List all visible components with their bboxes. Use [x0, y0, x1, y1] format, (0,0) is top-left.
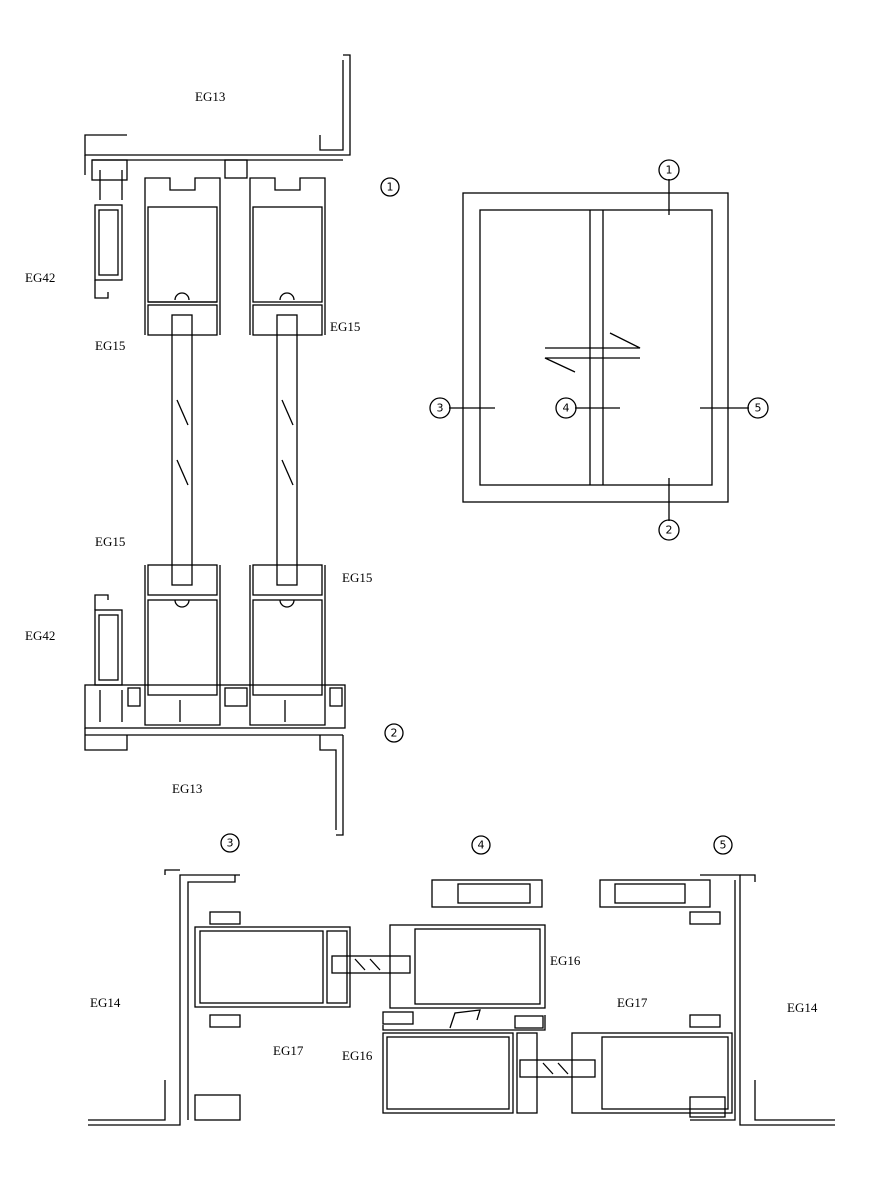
section-marker-left: 3: [227, 837, 234, 850]
vertical-section: EG13 EG42 EG15 EG15 EG15 EG15 EG42 EG13 …: [25, 54, 404, 836]
elev-marker-left: 3: [437, 402, 444, 415]
section-marker-right: 5: [720, 839, 727, 852]
sash-bottom-left: [144, 564, 221, 726]
section-marker-middle: 4: [478, 839, 485, 852]
label-sash-left: EG17: [273, 1043, 304, 1058]
marker-bottom: 2: [391, 727, 398, 740]
glass-left: [171, 314, 193, 586]
glass-left-bottom: [331, 955, 411, 974]
label-frame-left: EG14: [90, 995, 121, 1010]
label-interlock-bottom: EG42: [25, 628, 55, 643]
label-sash-middle-top: EG16: [550, 953, 581, 968]
label-frame-right: EG14: [787, 1000, 818, 1015]
frame-right-profile: [689, 874, 835, 1126]
sash-bottom-middle-profile: [382, 1032, 538, 1114]
sash-left-profile: [194, 926, 351, 1008]
label-sash-left-top: EG15: [95, 338, 125, 353]
label-sash-right: EG17: [617, 995, 648, 1010]
sash-top-left: [144, 177, 221, 336]
interlock-right-profile: [599, 879, 711, 908]
frame-top-profile: [84, 54, 351, 181]
interlock-middle-profile: [431, 879, 543, 908]
elev-marker-bottom: 2: [666, 524, 673, 537]
label-sash-middle-bottom: EG16: [342, 1048, 373, 1063]
sliding-arrows: [544, 332, 641, 373]
sash-top-right: [249, 177, 326, 336]
frame-bottom-profile: [84, 684, 346, 836]
window-elevation: 1 3 4 5 2: [429, 159, 769, 541]
label-sash-right-top: EG15: [330, 319, 360, 334]
marker-top: 1: [387, 181, 394, 194]
label-sash-left-bottom: EG15: [95, 534, 125, 549]
label-interlock-top: EG42: [25, 270, 55, 285]
elev-marker-top: 1: [666, 164, 673, 177]
sash-middle-profile: [382, 924, 546, 1031]
interlock-bottom-profile: [94, 594, 123, 722]
glass-right: [276, 314, 298, 586]
elev-marker-middle: 4: [563, 402, 570, 415]
interlock-top-profile: [94, 170, 123, 299]
label-frame-top: EG13: [195, 89, 225, 104]
glass-right-bottom: [519, 1059, 596, 1078]
label-sash-right-bottom: EG15: [342, 570, 372, 585]
sash-bottom-right: [249, 564, 326, 726]
sash-right-profile: [571, 911, 733, 1114]
frame-left-profile: [88, 869, 241, 1126]
elev-marker-right: 5: [755, 402, 762, 415]
horizontal-section: 3 4 5 EG14 EG17 EG16 EG16 EG17 EG14: [88, 833, 835, 1126]
label-frame-bottom: EG13: [172, 781, 202, 796]
